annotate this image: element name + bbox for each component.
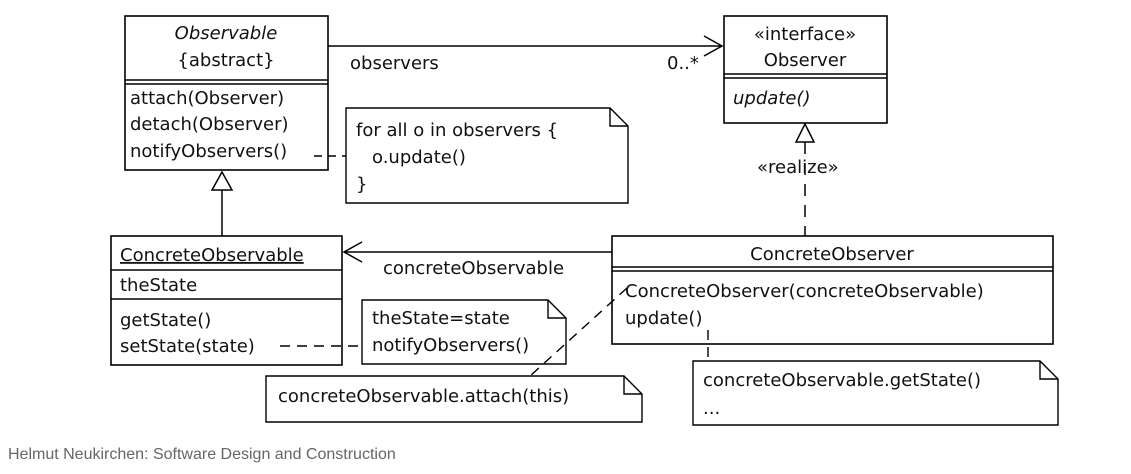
notify-note-line-1: for all o in observers {	[356, 120, 558, 141]
attach-note-line-1: concreteObservable.attach(this)	[278, 386, 569, 407]
observer-method-update: update()	[733, 88, 810, 109]
update-note-line-1: concreteObservable.getState()	[703, 370, 981, 391]
concrete-observer-name: ConcreteObserver	[750, 244, 914, 265]
observers-multiplicity: 0..*	[667, 53, 699, 74]
observers-association: observers 0..*	[328, 35, 724, 74]
update-note: concreteObservable.getState() ...	[692, 360, 1059, 426]
observer-name: Observer	[764, 50, 847, 71]
notify-note-line-2: o.update()	[372, 147, 466, 168]
concrete-observer-class: ConcreteObserver ConcreteObserver(concre…	[611, 235, 1054, 345]
concrete-observable-method-setstate: setState(state)	[120, 336, 255, 357]
setstate-note-line-1: theState=state	[372, 308, 510, 329]
concrete-observable-assoc-label: concreteObservable	[383, 258, 564, 279]
observable-class: Observable {abstract} attach(Observer) d…	[124, 15, 329, 171]
realize-label: «realize»	[757, 157, 839, 178]
concrete-observer-method-update: update()	[625, 308, 702, 329]
notify-note: for all o in observers { o.update() }	[345, 107, 629, 204]
attach-note: concreteObservable.attach(this)	[265, 375, 643, 423]
observable-method-notify: notifyObservers()	[130, 141, 287, 162]
concrete-observable-name: ConcreteObservable	[120, 245, 304, 266]
observable-stereotype: {abstract}	[177, 50, 274, 71]
realization-arrow: «realize»	[757, 122, 839, 236]
observer-stereotype: «interface»	[754, 24, 856, 45]
setstate-note-line-2: notifyObservers()	[372, 335, 529, 356]
observable-name: Observable	[175, 23, 278, 44]
concrete-observer-method-ctor: ConcreteObserver(concreteObservable)	[625, 281, 984, 302]
generalization-arrow	[210, 170, 234, 236]
concrete-observable-class: ConcreteObservable theState getState() s…	[110, 235, 343, 366]
setstate-note: theState=state notifyObservers()	[361, 299, 567, 365]
concrete-observable-method-getstate: getState()	[120, 310, 211, 331]
update-note-line-2: ...	[703, 398, 720, 419]
observable-method-detach: detach(Observer)	[130, 114, 289, 135]
observer-interface: «interface» Observer update()	[723, 15, 888, 124]
concrete-observable-association: concreteObservable	[342, 241, 612, 279]
footer-credit: Helmut Neukirchen: Software Design and C…	[8, 446, 396, 463]
observers-label: observers	[350, 53, 439, 74]
observable-method-attach: attach(Observer)	[130, 88, 284, 109]
concrete-observable-attr-state: theState	[120, 275, 197, 296]
attach-note-connector	[529, 287, 628, 377]
notify-note-line-3: }	[356, 174, 367, 195]
